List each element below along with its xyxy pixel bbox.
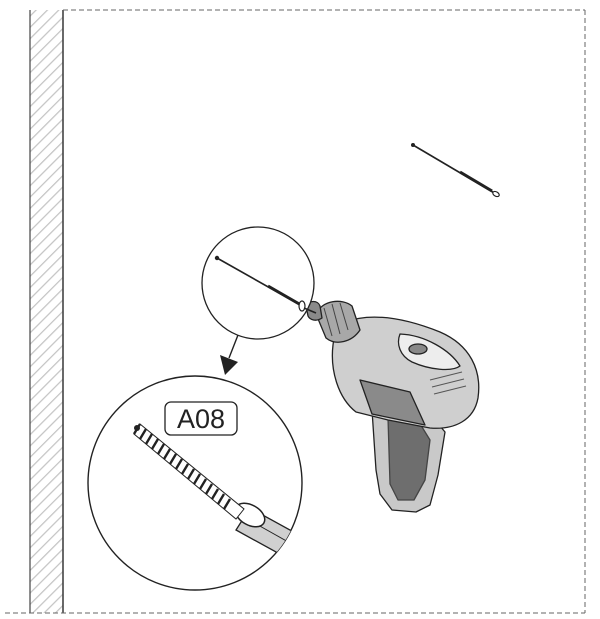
- arrow-down-icon: [220, 334, 239, 375]
- panel-frame: [5, 9, 586, 614]
- zoom-detail-circle: A08: [87, 375, 303, 591]
- wall-hatch-icon: [29, 10, 64, 613]
- magnifier-circle-icon: [201, 226, 317, 340]
- screw-icon: [411, 143, 500, 198]
- drill-icon: [305, 300, 480, 513]
- part-label: A08: [177, 404, 225, 434]
- part-label-box: A08: [164, 401, 238, 436]
